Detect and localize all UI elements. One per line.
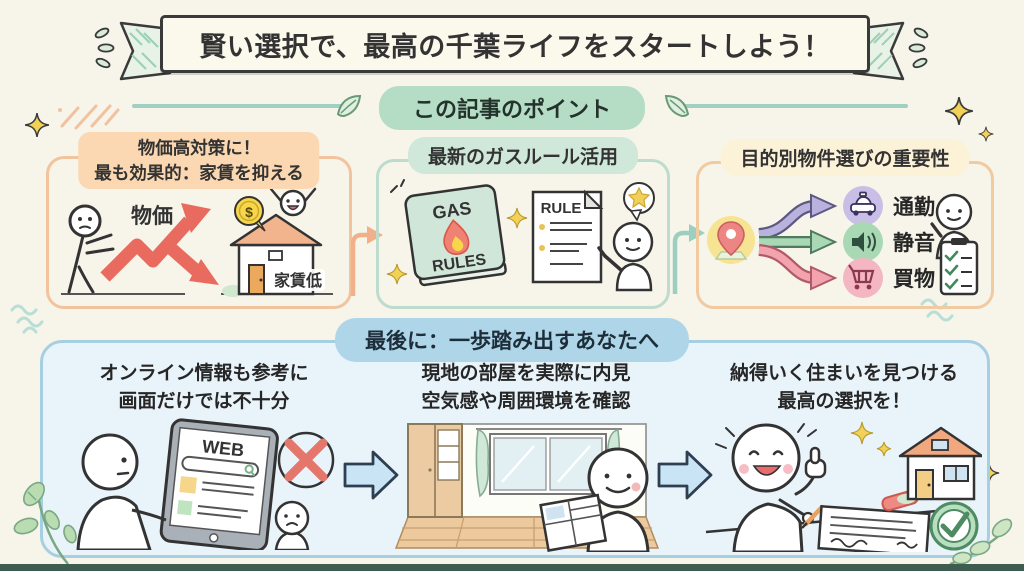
step1-text: オンライン情報も参考に 画面だけでは不十分	[62, 360, 346, 415]
points-header-label: この記事のポイント	[412, 97, 612, 122]
gas-rules-book-icon: GAS RULES	[404, 184, 507, 287]
step1-line1: オンライン情報も参考に	[99, 363, 309, 384]
sparkle-icon	[978, 126, 994, 142]
point-box-gas: 最新のガスルール活用 GAS RULES	[376, 137, 670, 309]
pointing-person	[597, 221, 654, 292]
signing-person	[731, 423, 827, 552]
happy-person	[269, 187, 317, 217]
step2-line1: 現地の部屋を実際に内見	[421, 363, 631, 384]
sparkle-icon	[506, 207, 528, 229]
point-box-purpose: 目的別物件選びの重要性	[696, 139, 994, 309]
house-icon	[897, 426, 982, 504]
sparkle-icon	[876, 441, 892, 457]
header-line-left	[132, 104, 354, 108]
point-box-rent: 物価高対策に！ 最も効果的：家賃を抑える 物価	[46, 132, 352, 309]
web-scene-illustration: WEB	[76, 418, 335, 550]
header-line-right	[668, 104, 908, 108]
purpose-item-quiet: 静音	[893, 231, 935, 255]
step2-text: 現地の部屋を実際に内見 空気感や周囲環境を確認	[380, 360, 672, 415]
droplets-right-icon	[908, 27, 929, 69]
point-box-rent-title: 物価高対策に！ 最も効果的：家賃を抑える	[78, 132, 320, 189]
step3-text: 納得いく住まいを見つける 最高の選択を！	[698, 360, 990, 415]
point-box-gas-title: 最新のガスルール活用	[407, 137, 639, 174]
price-label: 物価	[131, 204, 173, 228]
step1-line2: 画面だけでは不十分	[118, 390, 290, 412]
tablet-icon: WEB	[159, 418, 279, 550]
sparkle-icon	[24, 112, 50, 138]
rule-document-icon: RULE	[531, 189, 604, 284]
star-bubble-icon	[623, 182, 655, 222]
rent-scene-illustration: 物価 家賃低 $	[61, 187, 333, 297]
red-x-icon	[277, 431, 335, 489]
sparkle-icon	[945, 97, 973, 125]
rent-title-line2: 最も効果的：家賃を抑える	[94, 162, 304, 183]
banner: 賢い選択で、最高の千葉ライフをスタートしよう！	[160, 15, 870, 73]
contract-icon	[817, 504, 931, 552]
droplets-left-icon	[94, 27, 115, 69]
sad-person	[274, 500, 310, 550]
coin-icon	[234, 196, 266, 232]
purpose-item-shopping: 買物	[893, 267, 935, 291]
footer-strip	[0, 564, 1024, 571]
pen-icon	[801, 504, 825, 529]
pushing-person	[67, 204, 115, 294]
branch-arrows	[758, 193, 838, 291]
step3-line2: 最高の選択を！	[777, 390, 911, 412]
banner-title: 賢い選択で、最高の千葉ライフをスタートしよう！	[199, 31, 831, 62]
rent-title-line1: 物価高対策に！	[137, 138, 261, 158]
wave-decoration-icon	[10, 304, 44, 334]
room-scene-illustration	[394, 423, 660, 552]
hatch-decoration-icon	[58, 104, 120, 130]
sparkle-icon	[850, 421, 874, 445]
gas-scene-illustration: GAS RULES RULE	[386, 179, 655, 292]
coin-symbol: $	[245, 204, 253, 220]
browsing-person	[76, 433, 152, 550]
contract-scene-illustration	[705, 421, 982, 552]
step2-line2: 空気感や周囲環境を確認	[421, 390, 631, 412]
cart-icon	[848, 264, 875, 290]
speaker-icon	[852, 232, 876, 252]
step3-line1: 納得いく住まいを見つける	[729, 363, 958, 384]
point-box-purpose-title: 目的別物件選びの重要性	[720, 139, 970, 176]
purpose-scene-illustration: 通勤 静音 買物	[707, 186, 979, 298]
floor-plan-icon	[539, 493, 608, 552]
checklist-icon	[939, 238, 979, 296]
search-icon	[244, 464, 256, 477]
tablet-label: WEB	[201, 436, 245, 460]
flame-icon	[443, 219, 470, 256]
points-header: この記事のポイント	[378, 86, 646, 130]
final-header: 最後に：一歩踏み出すあなたへ	[335, 318, 689, 362]
taxi-icon	[850, 191, 876, 216]
gas-title: 最新のガスルール活用	[427, 147, 619, 168]
purpose-title: 目的別物件選びの重要性	[740, 149, 950, 170]
doc-label: RULE	[541, 200, 582, 217]
sparkle-icon	[386, 263, 408, 285]
rent-low-label: 家賃低	[274, 271, 322, 290]
final-header-label: 最後に：一歩踏み出すあなたへ	[365, 330, 659, 353]
map-pin-icon	[707, 216, 755, 264]
green-check-icon	[929, 501, 979, 551]
purpose-item-commute: 通勤	[893, 195, 935, 219]
rising-arrow-icon	[100, 203, 219, 285]
